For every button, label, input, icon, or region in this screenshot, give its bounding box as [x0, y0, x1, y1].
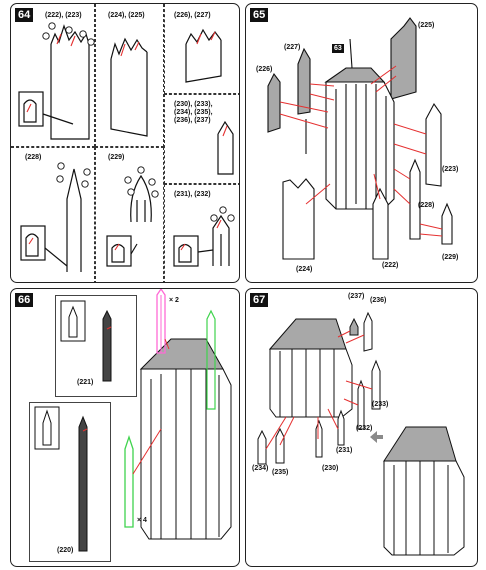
part-label-228: (228) — [418, 202, 435, 209]
step-65-drawing — [267, 17, 453, 260]
label-224-225: (224), (225) — [108, 12, 145, 19]
step-64-cell-1 — [11, 4, 95, 147]
gray-arrow-icon — [370, 431, 383, 443]
step-67-panel: 67 — [245, 288, 478, 567]
part-label-232: (232) — [356, 425, 373, 432]
part-label-229: (229) — [442, 254, 459, 261]
label-229: (229) — [108, 154, 125, 161]
part-label-223: (223) — [442, 166, 459, 173]
part-label-226: (226) — [256, 66, 273, 73]
quantity-x2: × 2 — [169, 297, 179, 304]
label-231-232: (231), (232) — [174, 191, 211, 198]
step-64-badge: 64 — [15, 8, 34, 22]
step-64-cell-6 — [95, 147, 164, 282]
part-label-224: (224) — [296, 266, 313, 273]
step-64-cell-4 — [164, 94, 239, 184]
label-230-237: (230), (233), (234), (235), (236), (237) — [174, 101, 213, 124]
step-64-cell-3 — [164, 4, 239, 94]
part-label-222: (222) — [382, 262, 399, 269]
part-label-230: (230) — [322, 465, 339, 472]
step-66-panel: 66 × 2 × 4 (221) — [10, 288, 240, 567]
part-label-233: (233) — [372, 401, 389, 408]
step-64-drawings — [18, 22, 235, 272]
part-label-220: (220) — [57, 547, 74, 554]
part-label-231: (231) — [336, 447, 353, 454]
part-label-236: (236) — [370, 297, 387, 304]
label-222-223: (222), (223) — [45, 12, 82, 19]
step-66-drawing — [34, 289, 232, 552]
step-64-panel: 64 (222), (223) (224), (225) (226), (227… — [10, 3, 240, 283]
step-67-badge: 67 — [250, 293, 269, 307]
step-64-cell-5 — [11, 147, 95, 282]
detail-box-220 — [29, 402, 111, 562]
part-label-221: (221) — [77, 379, 94, 386]
part-label-227: (227) — [284, 44, 301, 51]
step-67-drawing — [257, 311, 465, 556]
step-65-panel: 65 63 — [245, 3, 478, 283]
part-label-235: (235) — [272, 469, 289, 476]
step-66-badge: 66 — [15, 293, 34, 307]
detail-box-221 — [55, 295, 137, 397]
step-64-cell-7 — [164, 184, 239, 282]
quantity-x4: × 4 — [137, 517, 147, 524]
step-64-cell-2 — [95, 4, 164, 147]
part-label-234: (234) — [252, 465, 269, 472]
label-226-227: (226), (227) — [174, 12, 211, 19]
part-label-225: (225) — [418, 22, 435, 29]
step-65-badge: 65 — [250, 8, 269, 22]
label-228: (228) — [25, 154, 42, 161]
callout-63: 63 — [332, 44, 344, 53]
part-label-237: (237) — [348, 293, 365, 300]
